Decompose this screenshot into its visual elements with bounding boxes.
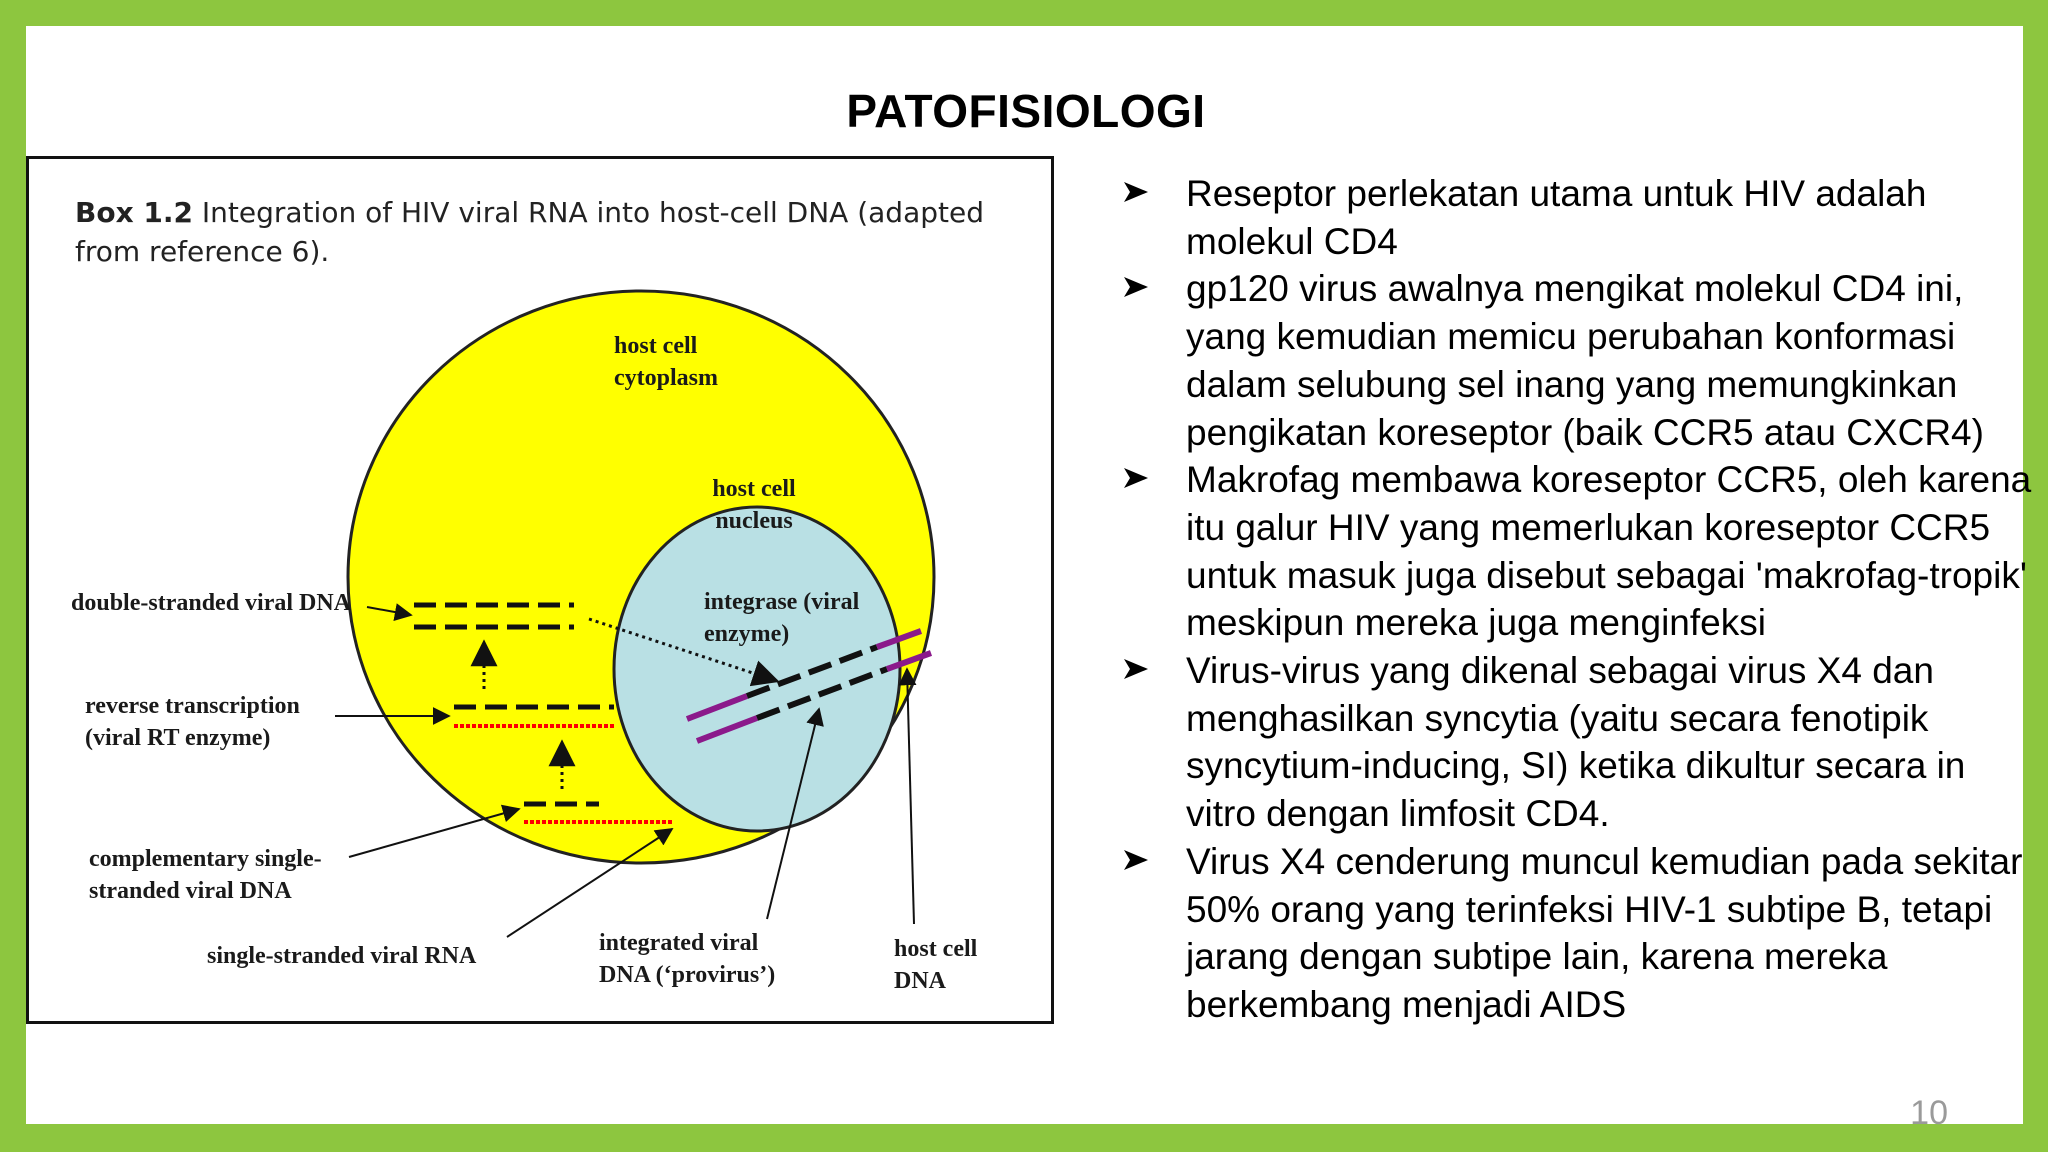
nucleus-circle: [614, 507, 900, 831]
bullet-item: Virus X4 cenderung muncul kemudian pada …: [1121, 838, 2041, 1029]
slide: PATOFISIOLOGI Box 1.2 Integration of HIV…: [26, 26, 2023, 1124]
bullet-item: Makrofag membawa koreseptor CCR5, oleh k…: [1121, 456, 2041, 647]
slide-title: PATOFISIOLOGI: [26, 84, 2026, 138]
label-css-1: complementary single-: [89, 846, 322, 872]
arrowhead-bullet-icon: [1121, 265, 1151, 312]
bullet-text: Reseptor perlekatan utama untuk HIV adal…: [1186, 173, 1926, 262]
arrowhead-bullet-icon: [1121, 647, 1151, 694]
page-number: 10: [1910, 1094, 1948, 1133]
label-provirus-2: DNA (‘provirus’): [599, 962, 775, 988]
bullet-text: Virus X4 cenderung muncul kemudian pada …: [1186, 841, 2022, 1025]
label-cytoplasm-1: host cell: [614, 333, 698, 359]
bullet-text: Virus-virus yang dikenal sebagai virus X…: [1186, 650, 1965, 834]
label-css-2: stranded viral DNA: [89, 878, 292, 904]
label-nucleus-1: host cell: [712, 476, 796, 502]
label-dsdna: double-stranded viral DNA: [71, 590, 352, 616]
label-provirus-1: integrated viral: [599, 930, 759, 956]
css-pointer: [349, 809, 519, 857]
bullet-text: gp120 virus awalnya mengikat molekul CD4…: [1186, 268, 1984, 452]
label-hostdna-2: DNA: [894, 968, 947, 994]
label-rt-2: (viral RT enzyme): [85, 725, 270, 751]
hostdna-pointer: [907, 669, 914, 924]
label-rt-1: reverse transcription: [85, 693, 300, 719]
label-nucleus-2: nucleus: [715, 508, 792, 534]
figure-box: Box 1.2 Integration of HIV viral RNA int…: [26, 156, 1054, 1024]
label-hostdna-1: host cell: [894, 936, 978, 962]
bullet-item: gp120 virus awalnya mengikat molekul CD4…: [1121, 265, 2041, 456]
arrowhead-bullet-icon: [1121, 838, 1151, 885]
bullet-text: Makrofag membawa koreseptor CCR5, oleh k…: [1186, 459, 2031, 643]
arrowhead-bullet-icon: [1121, 170, 1151, 217]
label-cytoplasm-2: cytoplasm: [614, 365, 718, 391]
arrowhead-bullet-icon: [1121, 456, 1151, 503]
label-ssrna: single-stranded viral RNA: [207, 943, 477, 969]
bullet-item: Reseptor perlekatan utama untuk HIV adal…: [1121, 170, 2041, 265]
label-integrase-2: enzyme): [704, 621, 789, 647]
label-integrase-1: integrase (viral: [704, 589, 860, 615]
hiv-integration-diagram: host cell cytoplasm host cell nucleus in…: [29, 159, 1051, 1021]
bullet-item: Virus-virus yang dikenal sebagai virus X…: [1121, 647, 2041, 838]
bullet-list: Reseptor perlekatan utama untuk HIV adal…: [1121, 170, 2041, 1029]
